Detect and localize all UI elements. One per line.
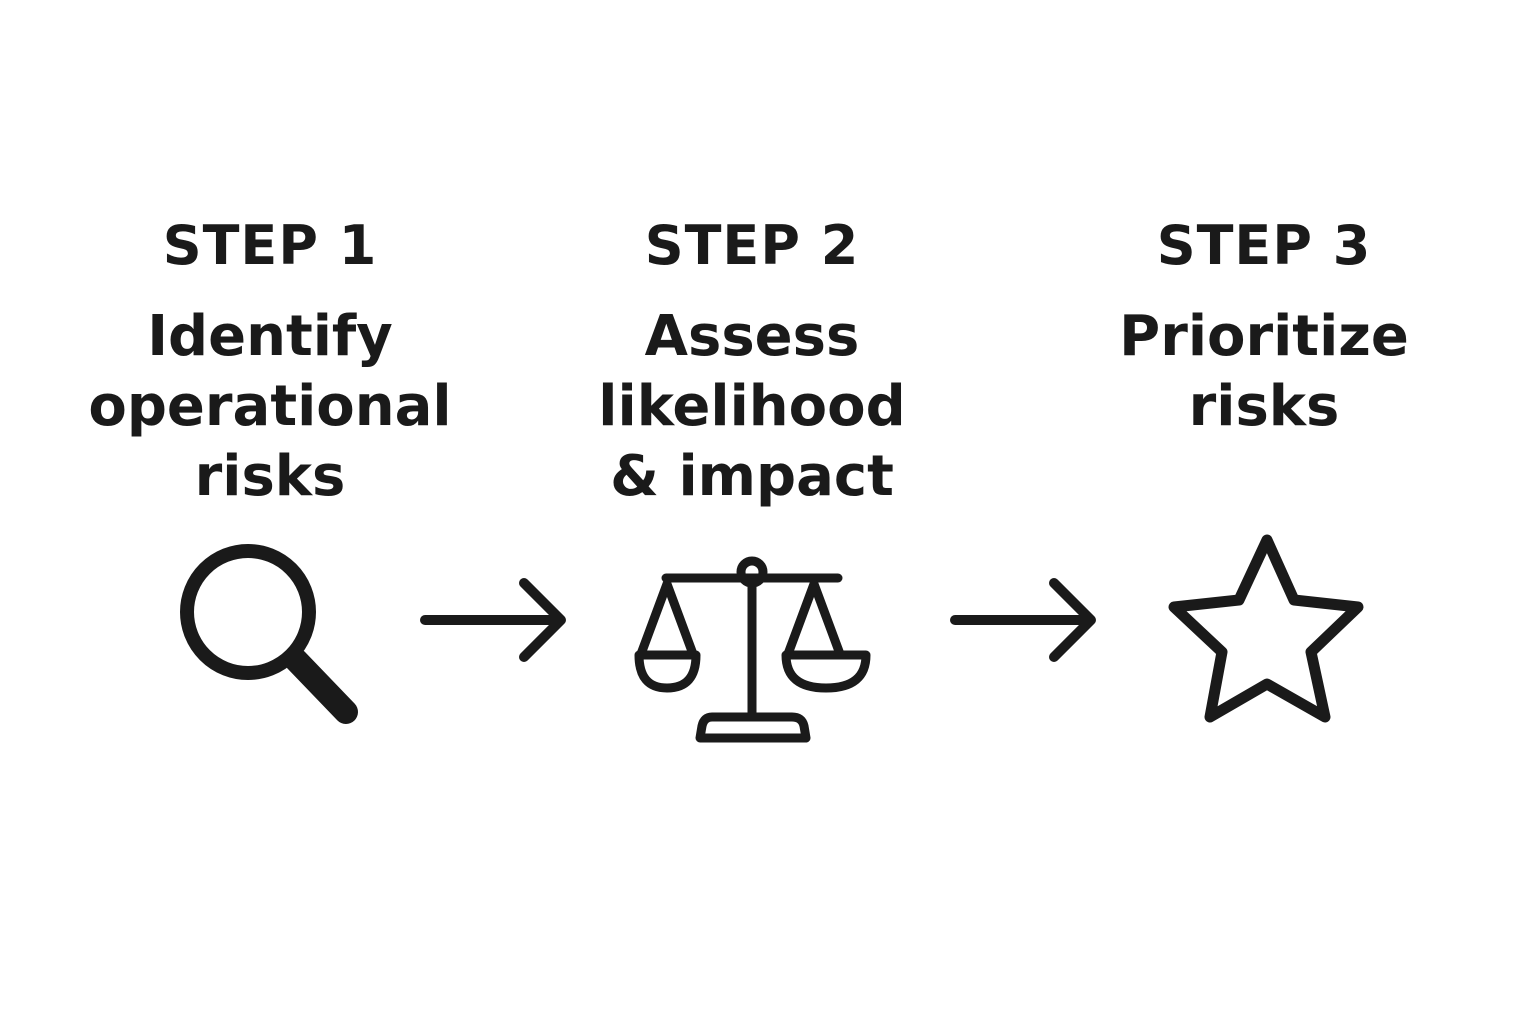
balance-scale-icon [634,556,871,743]
step-1-description: Identify operational risks [60,302,480,512]
step-1-description-line: Identify [147,304,393,369]
arrow-right-icon [950,578,1096,662]
step-2-description-line: & impact [610,444,894,509]
step-3-description: Prioritize risks [1054,302,1474,442]
step-3-description-line: Prioritize [1119,304,1409,369]
step-1-title: STEP 1 [162,214,378,277]
step-2: STEP 2 Assess likelihood & impact [542,214,962,512]
star-outline-icon [1168,534,1364,723]
step-2-description-line: Assess [644,304,860,369]
step-1-description-line: operational [88,374,452,439]
step-1: STEP 1 Identify operational risks [60,214,480,512]
arrow-right-icon [420,578,566,662]
step-2-title: STEP 2 [644,214,860,277]
step-2-description: Assess likelihood & impact [542,302,962,512]
step-3-description-line: risks [1188,374,1340,439]
step-1-description-line: risks [194,444,346,509]
step-3-title: STEP 3 [1156,214,1372,277]
step-3: STEP 3 Prioritize risks [1054,214,1474,442]
step-2-description-line: likelihood [598,374,906,439]
magnifying-glass-icon [180,544,358,724]
